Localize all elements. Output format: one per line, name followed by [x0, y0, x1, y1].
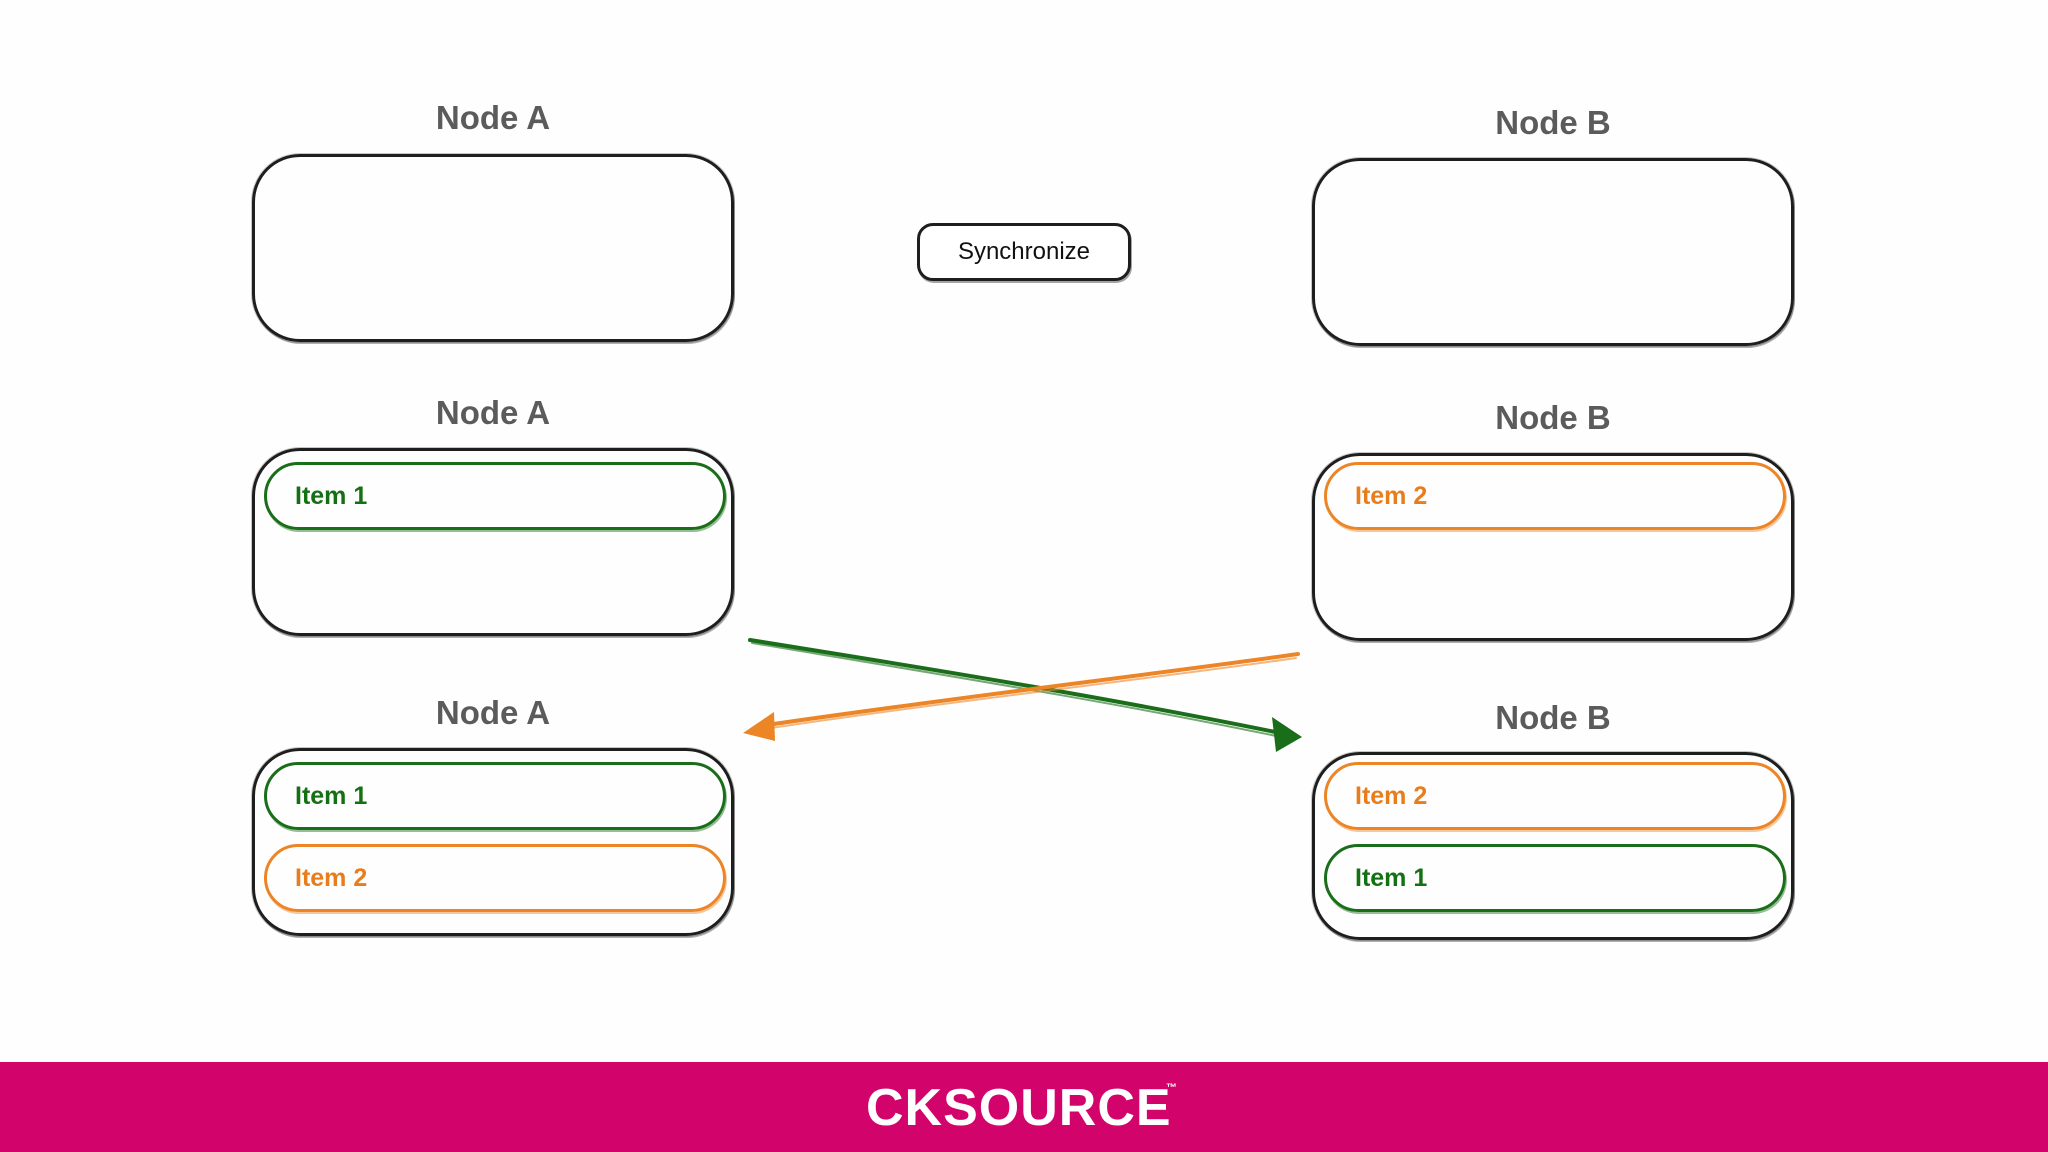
node-a-box: Item 1 Item 2	[252, 748, 734, 936]
node-a-title: Node A	[435, 99, 551, 136]
node-a-box: Item 1	[252, 448, 734, 636]
item-1-card: Item 1	[264, 762, 726, 830]
node-a-box	[252, 154, 734, 342]
arrow-node-a-to-node-b	[748, 638, 1302, 752]
item-1-card: Item 1	[264, 462, 726, 530]
arrowhead-icon	[1272, 717, 1302, 752]
node-b-box: Item 2 Item 1	[1312, 752, 1794, 940]
item-2-card: Item 2	[1324, 462, 1786, 530]
node-b-title: Node B	[1495, 104, 1611, 141]
cksource-logo: CKSOURCE	[866, 1079, 1172, 1137]
arrow-node-b-to-node-a	[743, 652, 1300, 741]
node-b-box	[1312, 158, 1794, 346]
brand-footer: CKSOURCE ™	[0, 1062, 2048, 1152]
node-b-box: Item 2	[1312, 453, 1794, 641]
synchronize-button[interactable]: Synchronize	[917, 223, 1131, 281]
item-2-card: Item 2	[1324, 762, 1786, 830]
node-b-title: Node B	[1495, 699, 1611, 736]
trademark-mark: ™	[1166, 1082, 1177, 1094]
item-2-card: Item 2	[264, 844, 726, 912]
node-b-title: Node B	[1495, 399, 1611, 436]
arrowhead-icon	[743, 712, 775, 741]
item-1-card: Item 1	[1324, 844, 1786, 912]
node-a-title: Node A	[435, 394, 551, 431]
node-a-title: Node A	[435, 694, 551, 731]
